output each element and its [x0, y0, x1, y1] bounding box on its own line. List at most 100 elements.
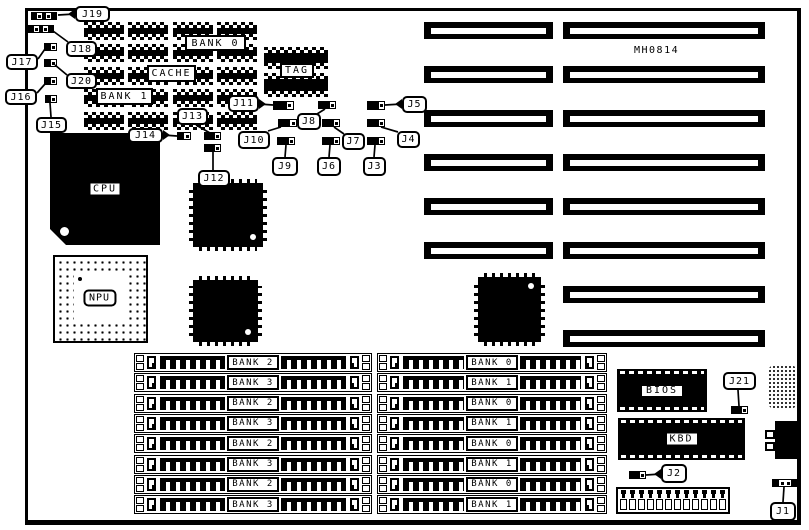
cache-bank1-label: BANK 1 [96, 88, 153, 105]
simm-contact-comb [403, 356, 465, 369]
jumper-callout-j14: J14 [128, 128, 163, 143]
qfp-leads [474, 283, 478, 336]
dip-pin-row [128, 79, 168, 85]
simm-endcap [597, 375, 606, 391]
qfp-leads [189, 286, 193, 336]
leader-arrowhead [395, 99, 402, 109]
dip-pin-row [128, 34, 168, 40]
jumper-shunt [319, 102, 330, 108]
simm-socket-left: BANK 2 [134, 393, 372, 413]
cpu-chip: CPU [50, 133, 160, 245]
qfp-pin1-dot [528, 283, 534, 289]
slot-contact-strip [570, 204, 758, 210]
cache-bank1-dip-chip [84, 44, 124, 62]
dip-pin-row [217, 124, 257, 130]
leader-line [36, 83, 46, 94]
jumper-header-j2 [629, 471, 646, 479]
slot-contact-strip [570, 160, 758, 166]
simm-latch [390, 477, 399, 491]
simm-contact-comb [519, 457, 582, 471]
jumper-callout-j4: J4 [397, 131, 420, 148]
cpu-label: CPU [89, 182, 122, 197]
simm-bank-label: BANK 2 [227, 395, 279, 411]
simm-latch [350, 396, 360, 410]
dip-pin-row [84, 67, 124, 73]
cache-bank0-dip-chip [217, 112, 257, 130]
isa-slot-extension [424, 22, 553, 39]
simm-bank-label: BANK 3 [227, 497, 279, 513]
isa-slot [563, 66, 765, 83]
simm-latch [147, 457, 156, 471]
bios-label: BIOS [640, 383, 684, 398]
simm-socket-right: BANK 1 [377, 495, 607, 515]
jumper-header-j4 [367, 119, 385, 127]
simm-endcap [136, 395, 144, 411]
leader-line [54, 64, 68, 76]
jumper-shunt [32, 13, 37, 19]
simm-endcap [362, 355, 371, 370]
leader-line [328, 144, 331, 158]
dip-pin-row [217, 89, 257, 95]
qfp-chip [474, 273, 545, 346]
dip-pin-row [173, 22, 213, 28]
jumper-header-j15 [45, 95, 57, 103]
jumper-header-j21 [731, 406, 748, 414]
dip-pin-row [84, 44, 124, 50]
jumper-header-j10 [278, 119, 297, 127]
simm-socket-right: BANK 0 [377, 474, 607, 494]
simm-socket-left: BANK 2 [134, 474, 372, 494]
simm-bank-label: BANK 0 [466, 476, 518, 492]
cpu-pin1-dot [60, 227, 69, 236]
jumper-shunt [323, 138, 334, 144]
dip-body [128, 28, 168, 34]
simm-latch [390, 356, 399, 369]
leader-line [284, 144, 287, 158]
jumper-header-j7 [322, 119, 340, 127]
leader-arrowhead [259, 99, 266, 109]
qfp-leads [541, 283, 545, 336]
slot-contact-strip [570, 248, 758, 254]
jumper-callout-j2: J2 [661, 464, 687, 483]
dip-pin-row [128, 44, 168, 50]
isa-slot [563, 330, 765, 347]
simm-latch [390, 416, 399, 430]
simm-contact-comb [280, 437, 347, 451]
dip-pin-row [217, 67, 257, 73]
dip-body [128, 50, 168, 56]
simm-endcap [136, 415, 144, 431]
jumper-callout-j9: J9 [272, 157, 298, 176]
simm-socket-right: BANK 1 [377, 373, 607, 393]
jumper-callout-j10: J10 [238, 131, 270, 149]
keyboard-connector-pin [765, 430, 775, 439]
jumper-shunt [773, 480, 779, 486]
jumper-header-j12 [204, 144, 221, 152]
simm-endcap [597, 497, 606, 513]
power-connector [616, 487, 730, 514]
board-part-number: MH0814 [634, 45, 680, 56]
dip-pin-row [264, 91, 328, 97]
simm-endcap [379, 456, 387, 472]
leader-line [37, 48, 46, 60]
slot-contact-strip [431, 160, 546, 166]
npu-socket: NPU [53, 255, 148, 343]
jumper-callout-j16: J16 [5, 89, 37, 105]
jumper-shunt [732, 407, 742, 413]
leader-line [52, 30, 69, 43]
jumper-shunt [630, 472, 640, 478]
power-connector-cells [618, 498, 728, 512]
jumper-header-j8 [318, 101, 336, 109]
dip-pin-row [128, 112, 168, 118]
simm-contact-comb [160, 376, 226, 390]
simm-endcap [362, 395, 371, 411]
simm-bank-label: BANK 1 [466, 415, 518, 431]
simm-bank-label: BANK 0 [466, 436, 518, 452]
jumper-shunt [48, 26, 53, 32]
simm-contact-comb [280, 498, 347, 512]
dip-pin-row [173, 101, 213, 107]
simm-bank-label: BANK 3 [227, 415, 279, 431]
jumper-header-j5 [367, 101, 385, 110]
simm-socket-left: BANK 2 [134, 353, 372, 372]
jumper-callout-j12: J12 [198, 170, 230, 187]
simm-endcap [136, 355, 144, 370]
simm-bank-label: BANK 2 [227, 476, 279, 492]
